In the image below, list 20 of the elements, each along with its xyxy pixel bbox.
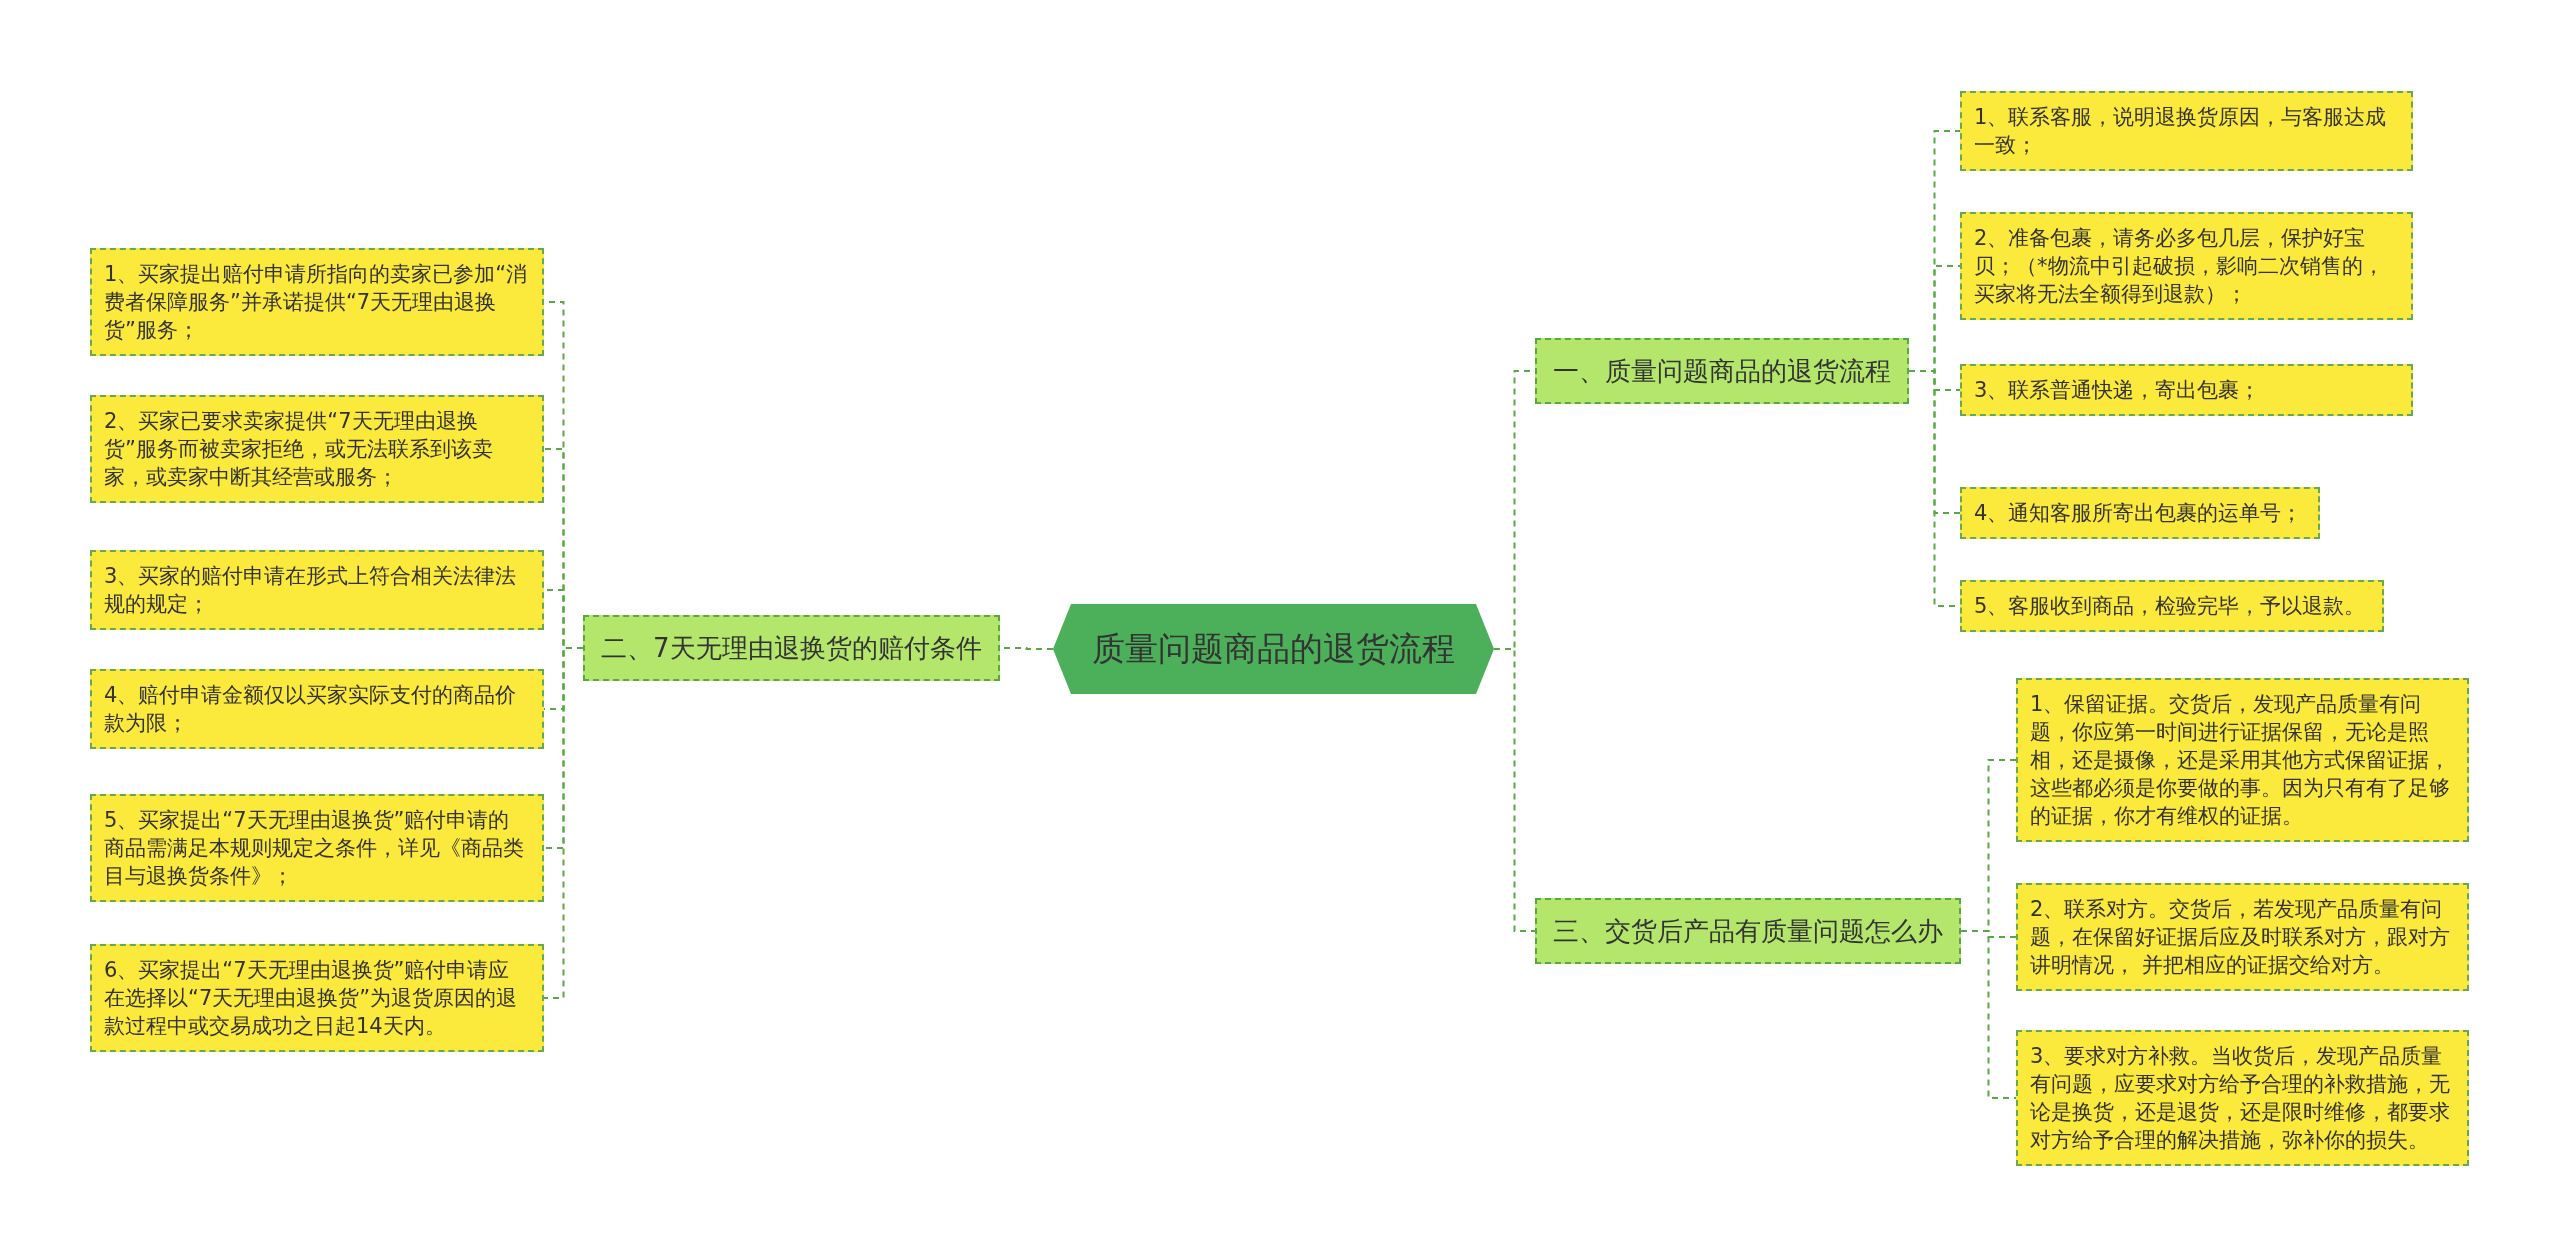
note-box: 1、联系客服，说明退换货原因，与客服达成一致；	[1960, 91, 2413, 171]
note-box: 3、买家的赔付申请在形式上符合相关法律法规的规定；	[90, 550, 544, 630]
note-box: 4、通知客服所寄出包裹的运单号；	[1960, 487, 2320, 539]
note-box: 5、客服收到商品，检验完毕，予以退款。	[1960, 580, 2384, 632]
note-box: 2、准备包裹，请务必多包几层，保护好宝贝；（*物流中引起破损，影响二次销售的，买家将无法全额得到退款）；	[1960, 212, 2413, 320]
topic-box: 三、交货后产品有质量问题怎么办	[1535, 898, 1961, 964]
note-box: 6、买家提出“7天无理由退换货”赔付申请应在选择以“7天无理由退换货”为退货原因的退款过程中或交易成功之日起14天内。	[90, 944, 544, 1052]
note-box: 3、要求对方补救。当收货后，发现产品质量有问题，应要求对方给予合理的补救措施，无论是换货，还是退货，还是限时维修，都要求对方给予合理的解决措施，弥补你的损失。	[2016, 1030, 2469, 1166]
topic-box: 二、7天无理由退换货的赔付条件	[583, 615, 1000, 681]
note-box: 3、联系普通快递，寄出包裹；	[1960, 364, 2413, 416]
note-box: 5、买家提出“7天无理由退换货”赔付申请的商品需满足本规则规定之条件，详见《商品类目与退换货条件》；	[90, 794, 544, 902]
note-box: 1、保留证据。交货后，发现产品质量有问题，你应第一时间进行证据保留，无论是照相，还是摄像，还是采用其他方式保留证据，这些都必须是你要做的事。因为只有有了足够的证据，你才有维权的证据。	[2016, 678, 2469, 842]
central-topic: 质量问题商品的退货流程	[1053, 604, 1494, 694]
note-box: 2、买家已要求卖家提供“7天无理由退换货”服务而被卖家拒绝，或无法联系到该卖家，或卖家中断其经营或服务；	[90, 395, 544, 503]
note-box: 2、联系对方。交货后，若发现产品质量有问题，在保留好证据后应及时联系对方，跟对方讲明情况， 并把相应的证据交给对方。	[2016, 883, 2469, 991]
note-box: 1、买家提出赔付申请所指向的卖家已参加“消费者保障服务”并承诺提供“7天无理由退换货”服务；	[90, 248, 544, 356]
connector	[1960, 930, 2017, 1099]
topic-box: 一、质量问题商品的退货流程	[1535, 338, 1909, 404]
connector	[1493, 648, 1536, 932]
note-box: 4、赔付申请金额仅以买家实际支付的商品价款为限；	[90, 669, 544, 749]
